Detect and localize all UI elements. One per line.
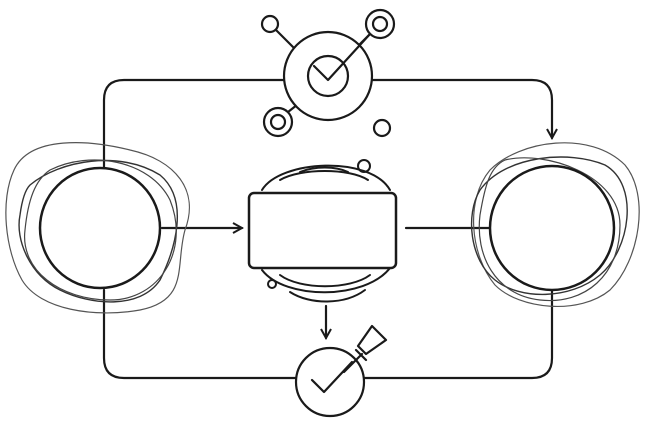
ring-arc [289,289,366,303]
top-node-inner-circle [306,54,350,98]
bottom-node-circle [294,346,366,418]
ring-arc [279,170,369,181]
satellite-circle [262,106,294,138]
satellite-circle-inner [371,15,389,33]
bottom-node [294,324,388,418]
connector-left-to-bottom [102,288,298,380]
left-node-circle [38,166,162,290]
right-node-circle [488,164,616,292]
blob-outline [18,159,179,303]
connector-top-to-right [370,78,552,138]
connector-loop [102,78,554,380]
center-node-rectangle [247,191,398,270]
satellite-circle [260,14,280,34]
top-node [260,8,396,138]
left-node [5,142,190,314]
connector-left-to-top [102,78,288,170]
dot [372,118,392,138]
dot [267,279,277,289]
right-node [470,142,640,307]
center-node [247,159,398,303]
blob-outline [478,157,621,302]
ring-arc [299,166,349,173]
satellite-circle [364,8,396,40]
blob-outline [24,159,177,301]
connector-bottom-to-right [362,288,554,380]
blob-outline [473,142,640,307]
dot [357,159,371,173]
check-icon [310,360,354,394]
pen-icon [342,324,388,374]
blob-outline [5,142,190,314]
ring-arc [261,267,391,294]
ring-arc [279,274,371,288]
satellite-circle-inner [269,113,287,131]
ring-arc [261,164,391,191]
blob-outline [470,156,628,296]
check-icon [312,32,372,82]
